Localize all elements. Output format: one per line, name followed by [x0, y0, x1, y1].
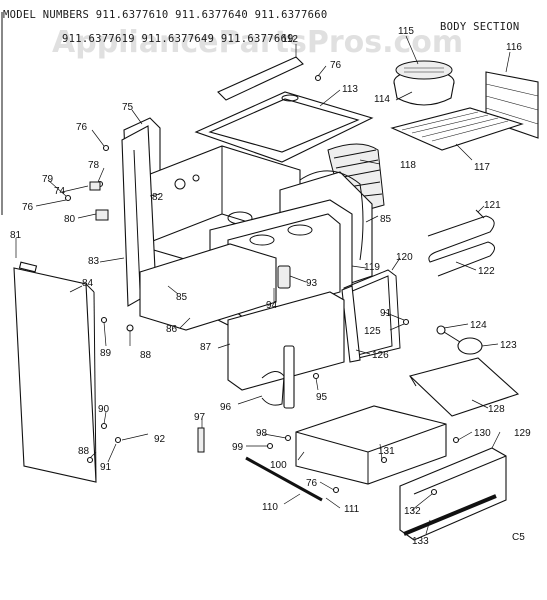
part-128-broil-shield	[408, 357, 520, 417]
label-part-115: 115	[398, 26, 414, 37]
label-part-128: 128	[488, 404, 505, 415]
label-part-94: 94	[266, 300, 278, 311]
label-part-110: 110	[262, 502, 278, 513]
label-part-131: 131	[378, 446, 395, 457]
watermark: AppliancePartsPros.com	[52, 25, 463, 60]
model-numbers-line1: MODEL NUMBERS 911.6377610 911.6377640 91…	[3, 9, 327, 21]
label-part-90: 90	[98, 404, 110, 415]
label-part-133: 133	[412, 536, 429, 547]
model-numbers-line2: 911.6377619 911.6377649 911.6377669	[62, 33, 294, 45]
label-part-117: 117	[474, 162, 490, 173]
part-93-element	[277, 265, 291, 289]
part-110-drawer-slide	[245, 456, 323, 502]
label-part-84: 84	[82, 278, 94, 289]
label-part-88-lower: 88	[78, 446, 90, 457]
label-part-97: 97	[194, 412, 206, 423]
part-95-hinge-bracket	[261, 345, 295, 409]
part-122-bake-element	[427, 209, 495, 277]
label-part-79: 79	[42, 174, 54, 185]
part-97-pin	[197, 427, 205, 453]
label-part-123: 123	[500, 340, 517, 351]
label-part-126: 126	[372, 350, 389, 361]
label-part-132: 132	[404, 506, 421, 517]
part-117-oven-rack	[390, 107, 524, 151]
section-title: BODY SECTION	[440, 21, 519, 33]
label-part-129: 129	[514, 428, 531, 439]
label-part-74: 74	[54, 186, 66, 197]
label-part-78: 78	[88, 160, 100, 171]
label-part-113: 113	[342, 84, 358, 95]
label-part-112: 112	[282, 34, 298, 45]
label-part-99: 99	[232, 442, 244, 453]
label-part-116: 116	[506, 42, 522, 53]
label-part-87: 87	[200, 342, 212, 353]
label-part-76: 76	[330, 60, 342, 71]
part-86-base	[139, 243, 277, 331]
label-part-76-upper-left: 76	[76, 122, 88, 133]
label-part-114: 114	[374, 94, 390, 105]
label-part-91-lower: 91	[100, 462, 112, 473]
label-part-100: 100	[270, 460, 287, 471]
label-part-121: 121	[484, 200, 501, 211]
label-part-89: 89	[100, 348, 112, 359]
part-83-edge	[133, 149, 141, 291]
label-part-95: 95	[316, 392, 328, 403]
label-part-130: 130	[474, 428, 491, 439]
label-part-82: 82	[152, 192, 164, 203]
part-87-kick-panel	[227, 291, 345, 391]
label-part-85-upper: 85	[380, 214, 392, 225]
part-114-broiler-pan	[393, 60, 455, 106]
label-part-120: 120	[396, 252, 413, 263]
label-part-122: 122	[478, 266, 495, 277]
part-126-door-strip	[341, 285, 361, 363]
label-part-118: 118	[400, 160, 416, 171]
label-part-125: 125	[364, 326, 381, 337]
label-part-83: 83	[88, 256, 100, 267]
label-part-76-lower: 76	[306, 478, 318, 489]
label-part-93: 93	[306, 278, 318, 289]
diagram-code: C5	[512, 532, 525, 543]
label-part-124: 124	[470, 320, 487, 331]
label-part-85-lower: 85	[176, 292, 188, 303]
label-part-75: 75	[122, 102, 134, 113]
label-part-80: 80	[64, 214, 76, 225]
label-part-119: 119	[364, 262, 380, 273]
part-123-oven-light	[436, 325, 483, 355]
label-part-76-left: 76	[22, 202, 34, 213]
label-part-111: 111	[344, 504, 360, 515]
label-part-81: 81	[10, 230, 22, 241]
part-100-storage-drawer	[295, 405, 447, 485]
part-133-drawer-rod	[403, 494, 497, 536]
label-part-88-upper: 88	[140, 350, 152, 361]
part-113-cooktop-frame	[194, 91, 374, 163]
label-part-96: 96	[220, 402, 232, 413]
part-84-oven-door	[13, 261, 97, 483]
label-part-91-upper: 91	[380, 308, 392, 319]
leader-lines	[15, 35, 511, 535]
label-part-92: 92	[154, 434, 166, 445]
part-112-strip	[217, 56, 304, 101]
label-part-86: 86	[166, 324, 178, 335]
label-part-98: 98	[256, 428, 268, 439]
